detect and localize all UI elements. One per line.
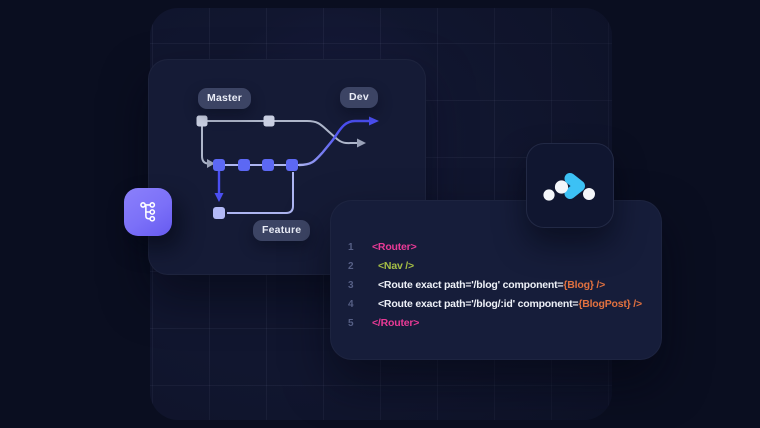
react-router-logo-icon xyxy=(543,173,595,201)
git-branch-icon xyxy=(140,202,156,222)
dev-branch-line xyxy=(219,116,379,167)
code-token: <Route exact path='/blog/:id' component= xyxy=(378,298,579,310)
feature-commit-node xyxy=(213,207,225,219)
branch-badge-dev: Dev xyxy=(340,87,378,108)
code-snippet-card: 1 <Router> 2 <Nav /> 3 <Route exact path='/bl… xyxy=(330,200,662,360)
code-line: 5 </Router> xyxy=(331,317,653,336)
feature-arrow-icon xyxy=(214,193,224,202)
dev-commit-node xyxy=(286,159,298,171)
code-lines: 1 <Router> 2 <Nav /> 3 <Route exact path='/bl… xyxy=(331,241,653,336)
dev-commit-node xyxy=(262,159,274,171)
code-line: 2 <Nav /> xyxy=(331,260,653,279)
code-token: {Blog} xyxy=(563,279,594,291)
git-graph xyxy=(196,115,379,219)
line-number: 1 xyxy=(348,242,354,253)
code-text: <Route exact path='/blog' component={Blo… xyxy=(372,279,605,291)
line-number: 4 xyxy=(348,299,354,310)
code-text: <Nav /> xyxy=(372,260,414,272)
master-commit-node xyxy=(263,115,275,127)
code-text: <Route exact path='/blog/:id' component=… xyxy=(372,298,642,310)
dev-commit-node xyxy=(213,159,225,171)
line-number: 3 xyxy=(348,280,354,291)
dev-commit-node xyxy=(238,159,250,171)
line-number: 5 xyxy=(348,318,354,329)
code-token: <Route exact path='/blog' component= xyxy=(378,279,564,291)
master-branch-line xyxy=(201,120,366,168)
code-token: {BlogPost} xyxy=(578,298,631,310)
code-line: 3 <Route exact path='/blog' component={Bl… xyxy=(331,279,653,298)
master-commit-node xyxy=(196,115,208,127)
line-number: 2 xyxy=(348,261,354,272)
router-logo-tile xyxy=(526,143,614,228)
branch-badge-master: Master xyxy=(198,88,252,109)
code-token: /> xyxy=(593,279,606,291)
code-token: </Router> xyxy=(372,317,420,329)
code-token: <Router> xyxy=(372,241,417,253)
code-token: <Nav /> xyxy=(378,260,414,272)
branch-badge-feature: Feature xyxy=(253,220,311,241)
fork-arrow-icon xyxy=(207,159,215,168)
master-arrow-icon xyxy=(357,138,366,148)
code-line: 4 <Route exact path='/blog/:id' component… xyxy=(331,298,653,317)
merge-arrow-icon xyxy=(369,116,379,126)
commit-nodes xyxy=(196,115,298,219)
code-line: 1 <Router> xyxy=(331,241,653,260)
code-text: </Router> xyxy=(372,317,419,329)
feature-branch-line xyxy=(214,171,294,214)
code-token: /> xyxy=(630,298,642,310)
branch-icon-tile xyxy=(124,188,172,236)
code-text: <Router> xyxy=(372,241,417,253)
